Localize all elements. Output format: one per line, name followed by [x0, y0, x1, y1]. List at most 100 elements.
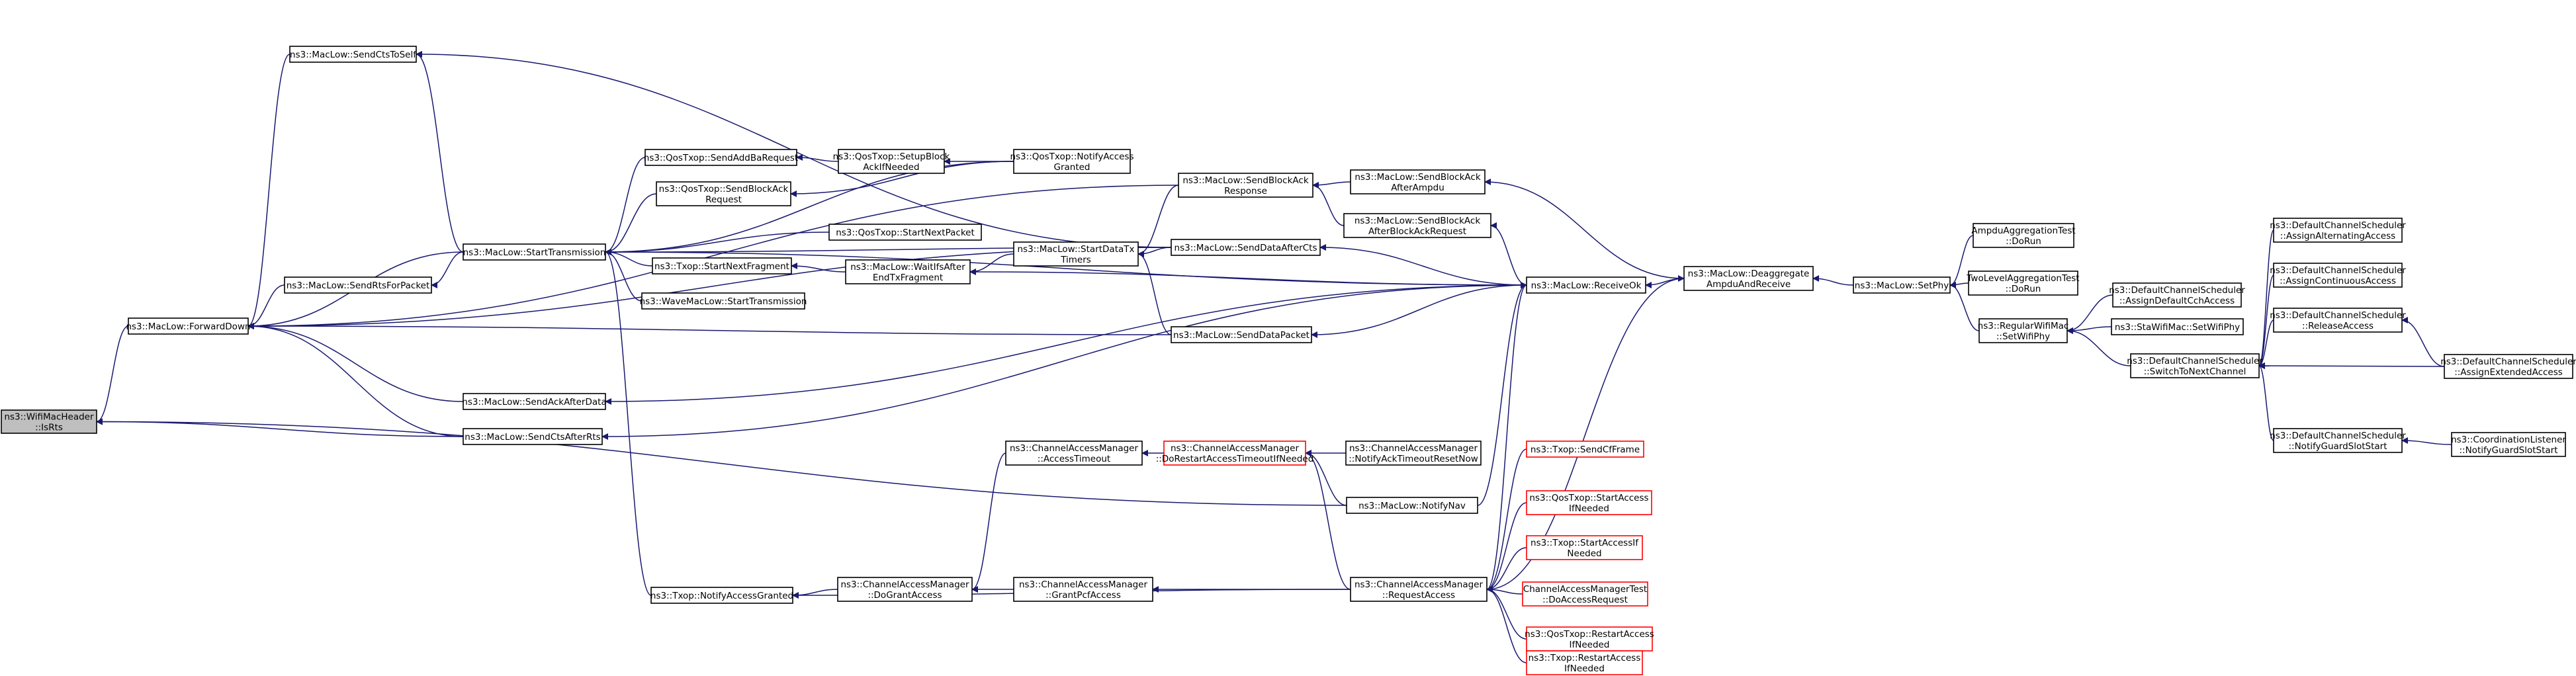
node-camtest[interactable]: ChannelAccessManagerTest::DoAccessReques… [1522, 581, 1648, 607]
node-addba[interactable]: ns3::QosTxop::SendAddBaRequest [644, 149, 798, 166]
node-label: ns3::Txop::StartNextFragment [654, 261, 789, 272]
node-label: ns3::MacLow::SetPhy [1855, 280, 1949, 291]
call-edge [605, 284, 1527, 405]
node-recvok[interactable]: ns3::MacLow::ReceiveOk [1526, 276, 1646, 294]
node-box [128, 317, 249, 335]
node-box [463, 393, 606, 410]
call-edge [2066, 294, 2113, 334]
node-fwd[interactable]: ns3::MacLow::ForwardDown [126, 317, 251, 335]
node-label: ::AssignAlternatingAccess [2280, 231, 2395, 241]
call-edge [247, 54, 290, 329]
node-label: Request [705, 194, 742, 205]
node-label: ::ReleaseAccess [2302, 321, 2374, 331]
node-box [1350, 577, 1488, 602]
call-edge [605, 249, 653, 267]
node-label: ns3::MacLow::ReceiveOk [1531, 280, 1642, 291]
node-label: ::IsRts [35, 423, 63, 433]
node-label: ns3::QosTxop::NotifyAccess [1010, 151, 1133, 162]
call-edge [96, 418, 464, 437]
node-twolevel[interactable]: TwoLevelAggregationTest::DoRun [1966, 271, 2080, 296]
node-box [1346, 497, 1478, 514]
node-ctsafter[interactable]: ns3::MacLow::SendCtsAfterRts [463, 428, 603, 445]
call-edge [1311, 284, 1527, 338]
node-box [1526, 626, 1653, 652]
node-camnat[interactable]: ns3::ChannelAccessManager::NotifyAckTime… [1345, 441, 1482, 466]
node-label: ns3::ChannelAccessManager [1171, 443, 1300, 454]
node-box [837, 577, 973, 602]
node-camdga[interactable]: ns3::ChannelAccessManager::DoGrantAccess [837, 577, 973, 602]
node-label: ::SwitchToNextChannel [2144, 366, 2246, 377]
call-edge [1305, 450, 1351, 590]
node-box [1178, 173, 1313, 198]
call-edge [247, 323, 464, 402]
node-rtspkt[interactable]: ns3::MacLow::SendRtsForPacket [284, 276, 432, 294]
node-qnextpkt[interactable]: ns3::QosTxop::StartNextPacket [828, 224, 982, 241]
node-dcscont[interactable]: ns3::DefaultChannelScheduler::AssignCont… [2270, 263, 2406, 288]
node-label: ns3::DefaultChannelScheduler [2440, 357, 2576, 367]
node-wave[interactable]: ns3::WaveMacLow::StartTransmission [640, 292, 807, 310]
node-dcsguard[interactable]: ns3::DefaultChannelScheduler::NotifyGuar… [2270, 428, 2406, 453]
node-label: AfterAmpdu [1391, 183, 1444, 193]
node-sdac[interactable]: ns3::MacLow::SendDataAfterCts [1171, 239, 1321, 256]
node-label: EndTxFragment [873, 273, 943, 283]
node-label: ns3::QosTxop::RestartAccess [1525, 629, 1654, 640]
node-dcsadca[interactable]: ns3::DefaultChannelScheduler::AssignDefa… [2109, 282, 2245, 308]
node-camdr[interactable]: ns3::ChannelAccessManager::DoRestartAcce… [1156, 441, 1314, 466]
node-acka[interactable]: ns3::MacLow::SendAckAfterData [462, 393, 607, 410]
node-stawifi[interactable]: ns3::StaWifiMac::SetWifiPhy [2111, 318, 2244, 335]
node-notifynav[interactable]: ns3::MacLow::NotifyNav [1346, 497, 1478, 514]
node-box [828, 224, 982, 241]
node-sbaabar[interactable]: ns3::MacLow::SendBlockAckAfterBlockAckRe… [1343, 213, 1491, 238]
node-box [2451, 432, 2566, 457]
node-nextfrag[interactable]: ns3::Txop::StartNextFragment [652, 257, 792, 275]
node-label: ::SetWifiPhy [1996, 331, 2050, 342]
node-camra[interactable]: ns3::ChannelAccessManager::RequestAccess [1350, 577, 1488, 602]
node-ampdutest[interactable]: AmpduAggregationTest::DoRun [1971, 223, 2076, 248]
node-box [1171, 326, 1312, 343]
node-label: ns3::Txop::NotifyAccessGranted [650, 591, 793, 601]
call-edge [796, 154, 839, 162]
node-label: ns3::Txop::StartAccessIf [1531, 538, 1639, 548]
call-edge [1486, 282, 1527, 590]
node-dcsswitch[interactable]: ns3::DefaultChannelScheduler::SwitchToNe… [2127, 353, 2263, 378]
node-camgpa[interactable]: ns3::ChannelAccessManager::GrantPcfAcces… [1013, 577, 1153, 602]
call-edge [416, 51, 464, 253]
node-label: Timers [1060, 255, 1091, 265]
node-regwifi[interactable]: ns3::RegularWifiMac::SetWifiPhy [1978, 318, 2069, 343]
node-cllguard[interactable]: ns3::CoordinationListener::NotifyGuardSl… [2451, 432, 2566, 457]
node-txopnag[interactable]: ns3::Txop::NotifyAccessGranted [650, 587, 793, 604]
node-dcsalt[interactable]: ns3::DefaultChannelScheduler::AssignAlte… [2270, 218, 2406, 243]
node-label: ns3::StaWifiMac::SetWifiPhy [2115, 322, 2240, 333]
node-box [845, 259, 971, 284]
node-label: ns3::ChannelAccessManager [1349, 443, 1478, 454]
call-edge [1484, 179, 1685, 279]
call-edge [605, 232, 830, 255]
node-dcsext[interactable]: ns3::DefaultChannelScheduler::AssignExte… [2440, 354, 2576, 379]
node-dcsrel[interactable]: ns3::DefaultChannelScheduler::ReleaseAcc… [2270, 308, 2406, 333]
node-box [1013, 149, 1131, 174]
node-setphy[interactable]: ns3::MacLow::SetPhy [1853, 276, 1951, 294]
node-qnag[interactable]: ns3::QosTxop::NotifyAccessGranted [1010, 149, 1134, 174]
node-starttx[interactable]: ns3::MacLow::StartTransmission [463, 243, 606, 261]
call-edge [971, 452, 1006, 593]
node-label: ::DoAccessRequest [1542, 595, 1628, 605]
node-label: IfNeeded [1564, 663, 1605, 674]
node-label: ns3::DefaultChannelScheduler [2127, 356, 2263, 366]
node-ctsself[interactable]: ns3::MacLow::SendCtsToSelf [289, 46, 417, 63]
node-txopcf[interactable]: ns3::Txop::SendCfFrame [1526, 441, 1644, 458]
node-camto[interactable]: ns3::ChannelAccessManager::AccessTimeout [1005, 441, 1143, 466]
node-label: AmpduAggregationTest [1971, 226, 2075, 236]
node-sdpkt[interactable]: ns3::MacLow::SendDataPacket [1171, 326, 1312, 343]
